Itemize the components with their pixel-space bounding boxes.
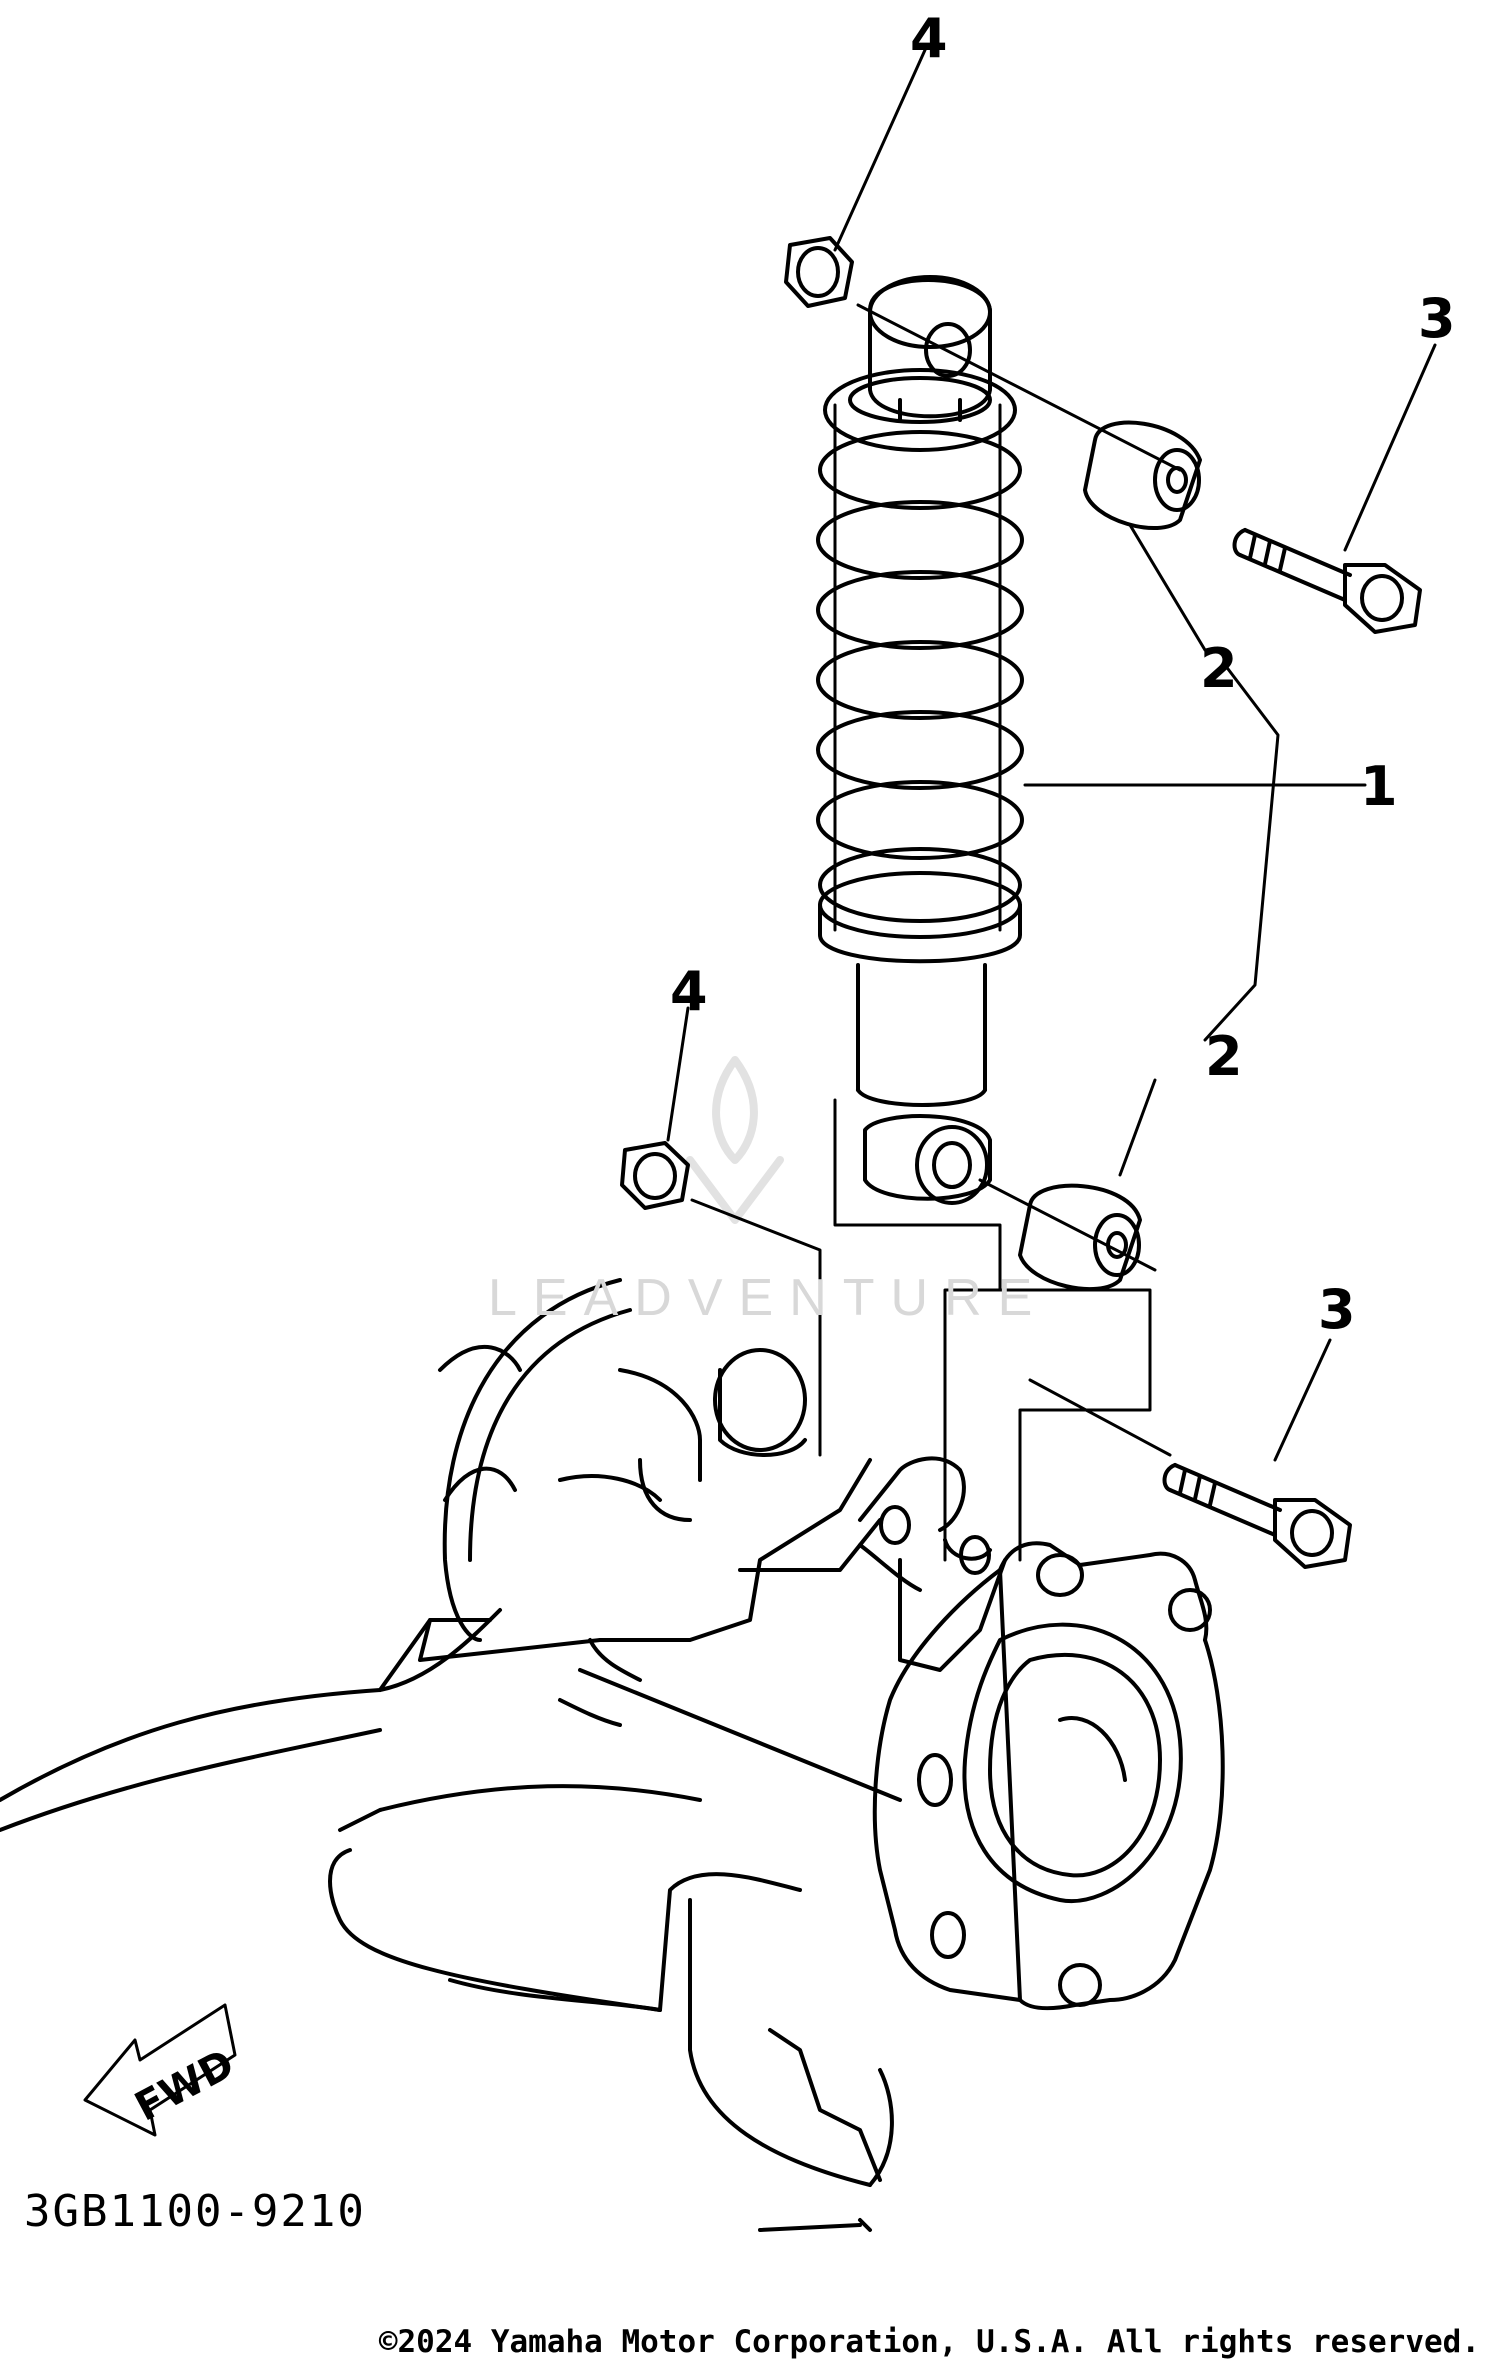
watermark-logo [686, 1056, 784, 1224]
callout-4-upper: 4 [910, 7, 948, 70]
fwd-arrow-icon: FWD [83, 2003, 242, 2137]
shock-lower-eye [863, 1114, 992, 1205]
callout-3-lower: 3 [1318, 1278, 1356, 1341]
watermark-text: LEADVENTURE [488, 1269, 1049, 1327]
fwd-label: FWD [128, 2041, 242, 2131]
axle-hub [872, 1541, 1225, 2011]
upper-nut [784, 236, 854, 308]
lower-bolt [1162, 1463, 1352, 1569]
callout-2-upper: 2 [1200, 637, 1238, 700]
damper-tube [856, 963, 987, 1107]
upper-collar [1083, 420, 1202, 530]
coil-spring [816, 368, 1024, 964]
diagram-code: 3GB1100-9210 [24, 2186, 366, 2237]
mounting-guide-lines [690, 1098, 1172, 1562]
leader-lines [666, 48, 1437, 1462]
lower-housing [688, 1898, 894, 2232]
callout-4-lower: 4 [670, 960, 708, 1023]
upper-mount-axis [856, 303, 1182, 472]
lower-nut [620, 1141, 690, 1210]
callout-1: 1 [1360, 755, 1398, 818]
shock-upper-eye [868, 275, 992, 422]
copyright-notice: ©2024 Yamaha Motor Corporation, U.S.A. A… [378, 2324, 1480, 2360]
callout-2-lower: 2 [1205, 1025, 1243, 1088]
callout-3-upper: 3 [1418, 287, 1456, 350]
upper-bolt [1232, 528, 1422, 634]
axle-housing [0, 1278, 1007, 2012]
